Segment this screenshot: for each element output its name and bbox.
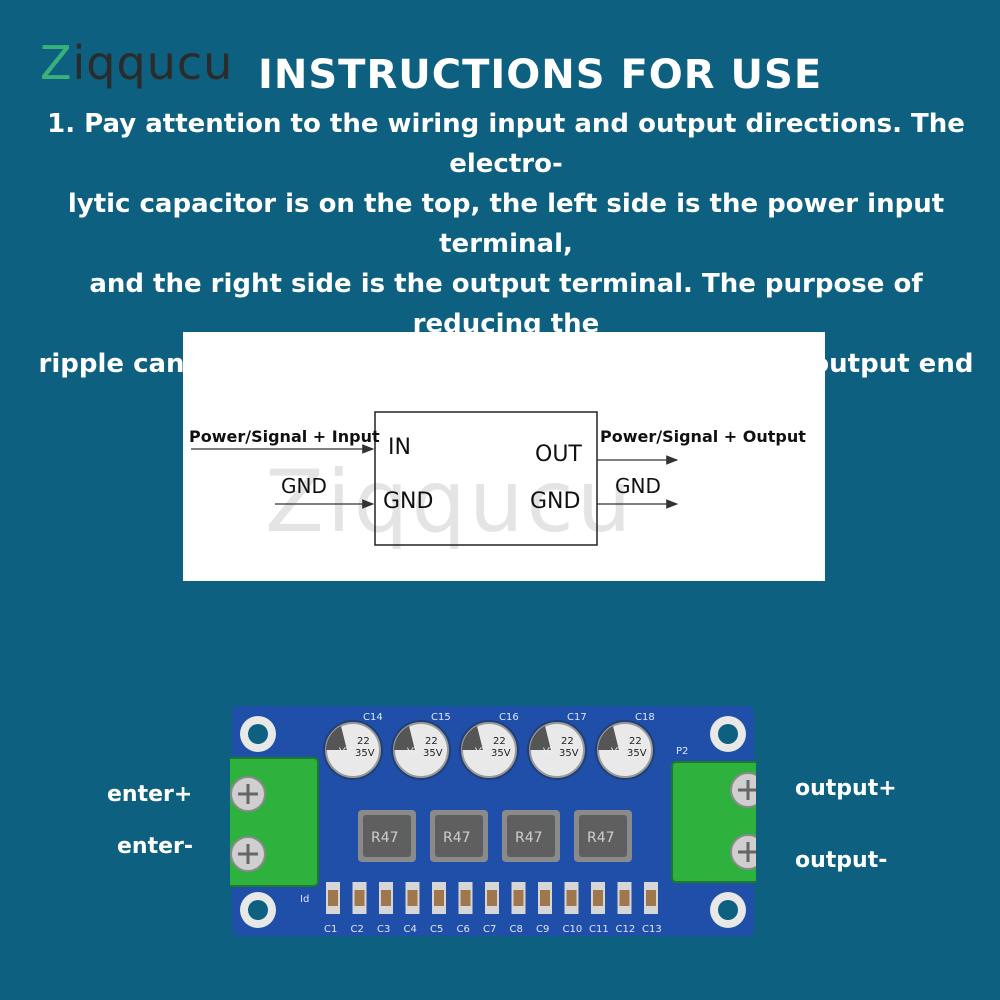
cap-label: C16: [499, 712, 519, 723]
smd-capacitor: C9: [536, 882, 552, 935]
pin-out: OUT: [535, 442, 582, 467]
smd-label: C1: [324, 924, 337, 935]
power-inductor: R47: [430, 810, 488, 862]
output-plus-label: output+: [795, 776, 897, 801]
cap-marking-series: VT: [543, 747, 555, 757]
smd-label: C7: [483, 924, 496, 935]
smd-capacitor: C3: [377, 882, 393, 935]
smd-label: C8: [510, 924, 523, 935]
logo-initial: Z: [40, 36, 73, 90]
smd-capacitor: C7: [483, 882, 499, 935]
smd-capacitor: C6: [457, 882, 473, 935]
cap-marking-value: 22: [357, 736, 370, 747]
cap-marking-voltage: 35V: [355, 748, 375, 759]
pin-gnd-left: GND: [383, 489, 434, 514]
brand-logo: Ziqqucu: [40, 36, 233, 90]
power-inductor: R47: [574, 810, 632, 862]
wiring-diagram: Ziqqucu Power/Signal + Input GND IN GND …: [183, 332, 825, 581]
smd-label: C11: [589, 924, 609, 935]
mounting-hole-top-left: [240, 716, 276, 752]
smd-capacitor: C12: [616, 882, 636, 935]
cap-marking-voltage: 35V: [423, 748, 443, 759]
instruction-line-3: and the right side is the output termina…: [89, 269, 923, 339]
smd-capacitor: C10: [563, 882, 583, 935]
smd-capacitor: C13: [642, 882, 662, 935]
cap-label: C18: [635, 712, 655, 723]
enter-plus-label: enter+: [107, 782, 193, 807]
cap-label: C15: [431, 712, 451, 723]
smd-label: C3: [377, 924, 390, 935]
smd-label: C13: [642, 924, 662, 935]
pin-gnd-right: GND: [530, 489, 581, 514]
instruction-line-2: lytic capacitor is on the top, the left …: [67, 189, 945, 259]
cap-marking-series: VT: [475, 747, 487, 757]
cap-marking-value: 22: [629, 736, 642, 747]
enter-minus-label: enter-: [117, 834, 194, 859]
smd-label: C4: [404, 924, 417, 935]
smd-label: C10: [563, 924, 583, 935]
logo-text: iqqucu: [72, 36, 234, 90]
output-minus-label: output-: [795, 848, 888, 873]
cap-marking-value: 22: [425, 736, 438, 747]
cap-marking-value: 22: [493, 736, 506, 747]
page-title: INSTRUCTIONS FOR USE: [258, 52, 823, 98]
p2-label: P2: [676, 746, 688, 757]
module-box: [374, 411, 598, 546]
instruction-line-1: 1. Pay attention to the wiring input and…: [47, 109, 965, 179]
output-terminal-block: [671, 761, 756, 883]
cap-marking-series: VT: [611, 747, 623, 757]
cap-label: C17: [567, 712, 587, 723]
inductor-marking: R47: [587, 830, 615, 846]
smd-label: C12: [616, 924, 636, 935]
input-terminal-block: [230, 757, 319, 887]
power-inductor: R47: [358, 810, 416, 862]
smd-label: C9: [536, 924, 549, 935]
pin-in: IN: [388, 435, 411, 460]
wiring-diagram-lines: [191, 411, 679, 546]
output-label: Power/Signal + Output: [600, 427, 806, 446]
gnd-output-label: GND: [615, 474, 661, 498]
smd-label: C5: [430, 924, 443, 935]
inductor-marking: R47: [371, 830, 399, 846]
smd-capacitor: C8: [510, 882, 526, 935]
smd-capacitor: C2: [351, 882, 367, 935]
smd-capacitor: C5: [430, 882, 446, 935]
inductor-marking: R47: [515, 830, 543, 846]
mounting-hole-top-right: [710, 716, 746, 752]
gnd-input-label: GND: [281, 474, 327, 498]
board-graphic: 2235VVTC142235VVTC152235VVTC162235VVTC17…: [230, 706, 756, 936]
smd-capacitor: C4: [404, 882, 420, 935]
cap-label: C14: [363, 712, 383, 723]
inductor-marking: R47: [443, 830, 471, 846]
smd-capacitor: C11: [589, 882, 609, 935]
diagram-watermark: Ziqqucu: [265, 452, 635, 552]
cap-marking-voltage: 35V: [491, 748, 511, 759]
power-inductor: R47: [502, 810, 560, 862]
smd-label: C2: [351, 924, 364, 935]
mounting-hole-bottom-right: [710, 892, 746, 928]
cap-marking-voltage: 35V: [627, 748, 647, 759]
smd-label: C6: [457, 924, 470, 935]
input-label: Power/Signal + Input: [189, 427, 380, 446]
mounting-hole-bottom-left: [240, 892, 276, 928]
cap-marking-series: VT: [339, 747, 351, 757]
smd-capacitor: C1: [324, 882, 340, 935]
cap-marking-series: VT: [407, 747, 419, 757]
cap-marking-value: 22: [561, 736, 574, 747]
cap-marking-voltage: 35V: [559, 748, 579, 759]
p1-label: Id: [300, 894, 309, 905]
